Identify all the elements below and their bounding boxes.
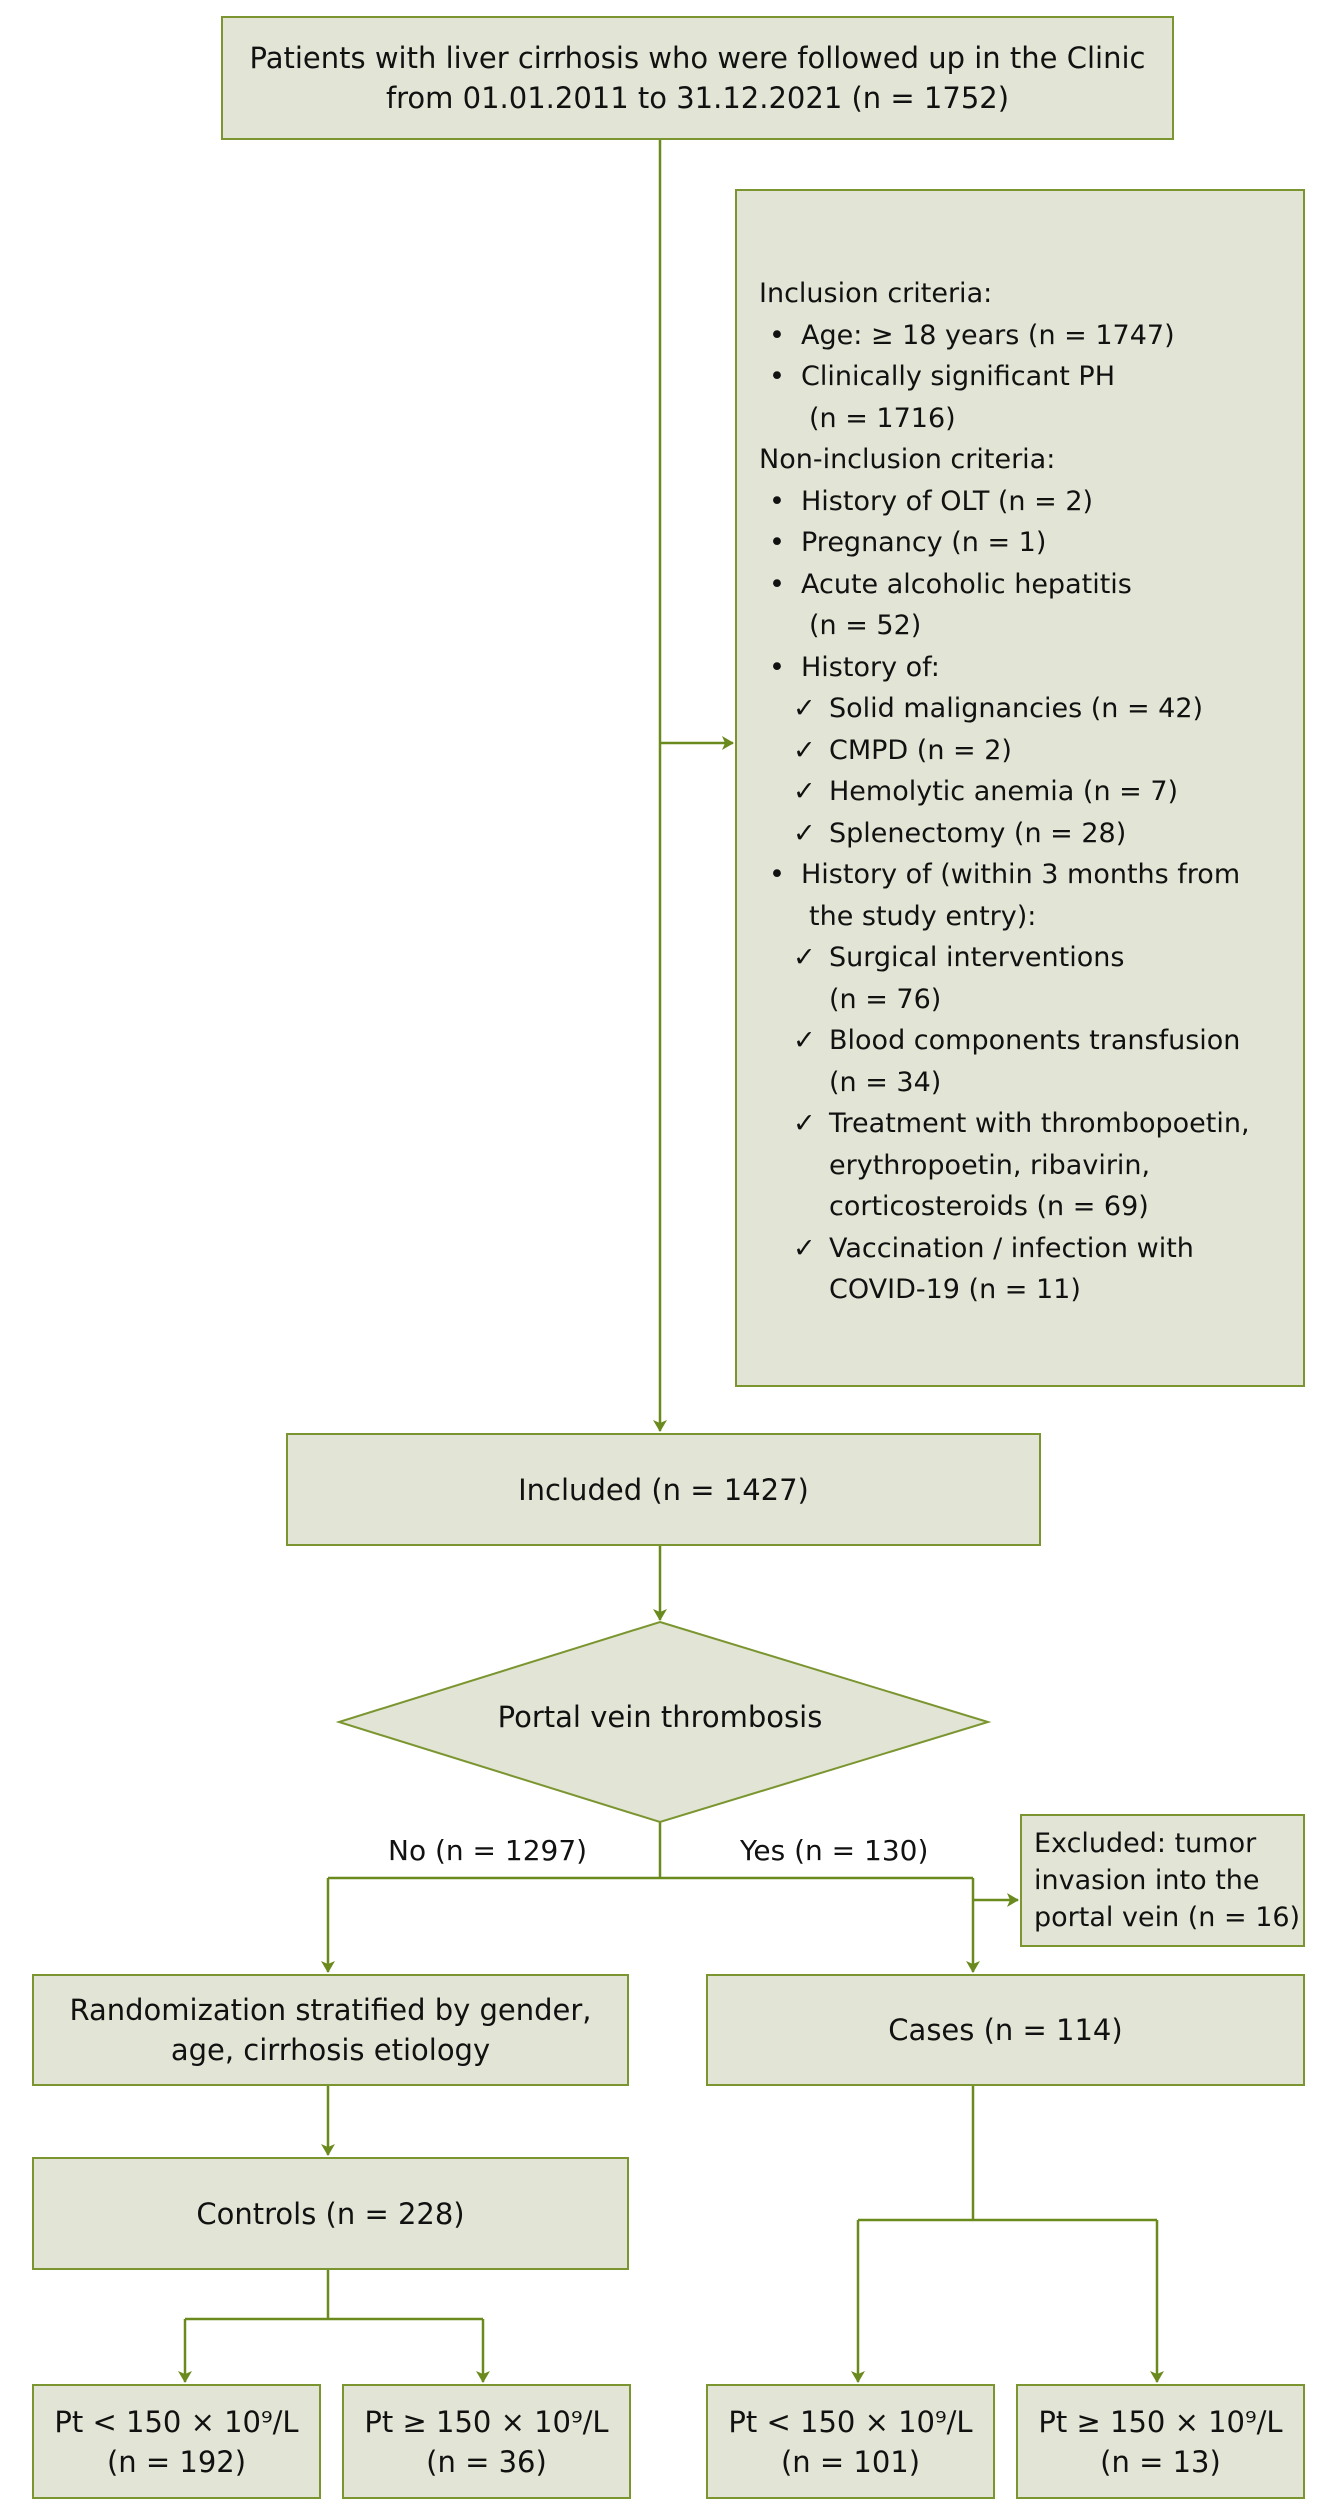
non-inclusion-item: History of: — [759, 647, 1293, 689]
source-line-1: Patients with liver cirrhosis who were f… — [249, 41, 1146, 75]
check-icon: ✓ — [793, 734, 816, 766]
controls-box: Controls (n = 228) — [32, 2157, 629, 2270]
cases-box: Cases (n = 114) — [706, 1974, 1305, 2086]
decision-diamond — [335, 1620, 992, 1824]
check-icon: ✓ — [793, 776, 816, 807]
decision-label: Portal vein thrombosis — [497, 1700, 823, 1734]
recent-item: ✓Surgical interventions(n = 76) — [759, 937, 1293, 1020]
randomization-box: Randomization stratified by gender, age,… — [32, 1974, 629, 2086]
non-inclusion-item: History of OLT (n = 2) — [759, 481, 1293, 523]
check-icon: ✓ — [793, 1025, 816, 1056]
inclusion-heading: Inclusion criteria: — [759, 278, 993, 309]
non-inclusion-item: Pregnancy (n = 1) — [759, 522, 1293, 564]
excluded-box: Excluded: tumor invasion into the portal… — [1020, 1814, 1305, 1947]
check-icon: ✓ — [793, 1232, 816, 1264]
history-item: ✓Hemolytic anemia (n = 7) — [759, 771, 1293, 813]
cases-label: Cases (n = 114) — [888, 2013, 1123, 2047]
no-branch-label: No (n = 1297) — [388, 1834, 588, 1867]
included-label: Included (n = 1427) — [518, 1472, 809, 1507]
history-item: ✓Solid malignancies (n = 42) — [759, 688, 1293, 730]
check-icon: ✓ — [793, 942, 816, 973]
check-icon: ✓ — [793, 693, 816, 724]
history-item: ✓Splenectomy (n = 28) — [759, 813, 1293, 855]
outcome-box-controls-high: Pt ≥ 150 × 10⁹/L(n = 36) — [342, 2384, 631, 2499]
check-icon: ✓ — [793, 1108, 816, 1139]
source-population-box: Patients with liver cirrhosis who were f… — [221, 16, 1174, 140]
yes-branch-label: Yes (n = 130) — [740, 1834, 929, 1867]
non-inclusion-item: Acute alcoholic hepatitis(n = 52) — [759, 564, 1293, 647]
recent-item: ✓Blood components transfusion(n = 34) — [759, 1020, 1293, 1103]
outcome-box-controls-low: Pt < 150 × 10⁹/L(n = 192) — [32, 2384, 321, 2499]
source-line-2: from 01.01.2011 to 31.12.2021 (n = 1752) — [385, 81, 1010, 115]
history-item: ✓CMPD (n = 2) — [759, 730, 1293, 772]
inclusion-item: Clinically significant PH(n = 1716) — [759, 356, 1293, 439]
check-icon: ✓ — [793, 817, 816, 849]
criteria-box: Inclusion criteria: Age: ≥ 18 years (n =… — [735, 189, 1305, 1387]
inclusion-item: Age: ≥ 18 years (n = 1747) — [759, 315, 1293, 357]
non-inclusion-heading: Non-inclusion criteria: — [759, 444, 1056, 475]
included-box: Included (n = 1427) — [286, 1433, 1041, 1546]
controls-label: Controls (n = 228) — [196, 2196, 465, 2231]
outcome-box-cases-low: Pt < 150 × 10⁹/L(n = 101) — [706, 2384, 995, 2499]
recent-item: ✓Treatment with thrombopoetin,erythropoe… — [759, 1103, 1293, 1228]
outcome-box-cases-high: Pt ≥ 150 × 10⁹/L(n = 13) — [1016, 2384, 1305, 2499]
